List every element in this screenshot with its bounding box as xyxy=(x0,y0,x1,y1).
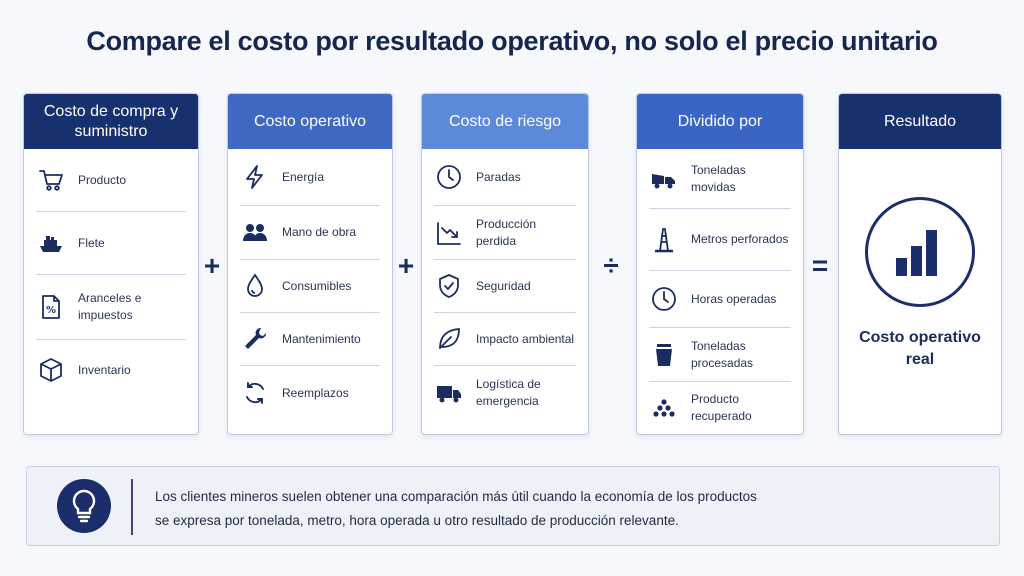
operating-cost-card: Costo operativo Energía Mano de obra Con… xyxy=(227,93,393,435)
refresh-icon xyxy=(240,378,270,408)
people-icon xyxy=(240,218,270,248)
pile-icon xyxy=(649,393,679,423)
clock-icon xyxy=(434,162,464,192)
item-label: Producto xyxy=(78,172,127,187)
result-card: Resultado Costo operativo real xyxy=(838,93,1002,435)
risk-cost-card: Costo de riesgo Paradas Producción perdi… xyxy=(421,93,589,435)
result-label: Costo operativo real xyxy=(859,329,981,368)
list-item: Flete xyxy=(36,212,186,275)
item-label: Horas operadas xyxy=(691,291,777,306)
trend-down-icon xyxy=(434,218,464,248)
equals-operator: = xyxy=(811,250,829,281)
item-label: Consumibles xyxy=(282,278,352,293)
item-label: Inventario xyxy=(78,362,131,377)
item-label: Mantenimiento xyxy=(282,331,361,346)
note-divider xyxy=(131,479,133,535)
item-label: Impacto ambiental xyxy=(476,331,575,346)
list-item: Mano de obra xyxy=(240,206,380,260)
list-item: Metros perforados xyxy=(649,209,791,271)
list-item: Consumibles xyxy=(240,260,380,313)
risk-cost-heading: Costo de riesgo xyxy=(422,94,588,149)
insight-note: Los clientes mineros suelen obtener una … xyxy=(26,466,1000,546)
item-label: Flete xyxy=(78,235,105,250)
list-item: Impacto ambiental xyxy=(434,313,576,366)
note-line-1: Los clientes mineros suelen obtener una … xyxy=(155,489,757,504)
plus-operator: + xyxy=(397,250,415,281)
list-item: Logística de emergencia xyxy=(434,366,576,420)
cart-icon xyxy=(36,165,66,195)
list-item: Producto xyxy=(36,149,186,212)
svg-text:%: % xyxy=(46,305,56,316)
result-heading: Resultado xyxy=(839,94,1001,149)
leaf-icon xyxy=(434,324,464,354)
list-item: Toneladas procesadas xyxy=(649,328,791,382)
item-label: Aranceles e impuestos xyxy=(78,291,142,322)
list-item: Energía xyxy=(240,149,380,206)
list-item: Horas operadas xyxy=(649,271,791,328)
item-label: Metros perforados xyxy=(691,232,789,246)
bar-chart-icon xyxy=(865,197,975,307)
list-item: Reemplazos xyxy=(240,366,380,420)
item-label: Toneladas procesadas xyxy=(691,338,754,370)
divided-by-card: Dividido por Toneladas movidas Metros pe… xyxy=(636,93,804,435)
list-item: Producción perdida xyxy=(434,206,576,260)
item-label: Mano de obra xyxy=(282,225,357,239)
divided-by-heading: Dividido por xyxy=(637,94,803,149)
item-label: Toneladas movidas xyxy=(691,162,746,194)
truck-icon xyxy=(434,378,464,408)
item-label: Producto recuperado xyxy=(691,392,752,423)
purchase-cost-card: Costo de compra y suministro Producto Fl… xyxy=(23,93,199,435)
list-item: Seguridad xyxy=(434,260,576,313)
note-line-2: se expresa por tonelada, metro, hora ope… xyxy=(155,513,679,528)
lightbulb-icon xyxy=(57,479,111,533)
list-item: Paradas xyxy=(434,149,576,206)
plus-operator: + xyxy=(203,250,221,281)
dump-truck-icon xyxy=(649,164,679,194)
list-item: Inventario xyxy=(36,340,186,400)
list-item: Toneladas movidas xyxy=(649,149,791,209)
item-label: Producción perdida xyxy=(476,216,537,248)
item-label: Reemplazos xyxy=(282,385,349,400)
purchase-cost-heading: Costo de compra y suministro xyxy=(24,94,198,149)
shield-icon xyxy=(434,271,464,301)
note-text: Los clientes mineros suelen obtener una … xyxy=(155,485,757,533)
list-item: Producto recuperado xyxy=(649,382,791,434)
operating-cost-heading: Costo operativo xyxy=(228,94,392,149)
list-item: % Aranceles e impuestos xyxy=(36,275,186,340)
percent-document-icon: % xyxy=(36,292,66,322)
ship-icon xyxy=(36,228,66,258)
item-label: Energía xyxy=(282,169,325,184)
item-label: Logística de emergencia xyxy=(476,377,541,408)
lightning-icon xyxy=(240,162,270,192)
list-item: Mantenimiento xyxy=(240,313,380,366)
item-label: Seguridad xyxy=(476,278,531,293)
clock-icon xyxy=(649,284,679,314)
page-title: Compare el costo por resultado operativo… xyxy=(86,26,938,56)
bin-icon xyxy=(649,340,679,370)
item-label: Paradas xyxy=(476,169,521,184)
wrench-icon xyxy=(240,324,270,354)
drill-rig-icon xyxy=(649,225,679,255)
box-icon xyxy=(36,355,66,385)
divide-operator: ÷ xyxy=(603,250,619,281)
drop-icon xyxy=(240,271,270,301)
